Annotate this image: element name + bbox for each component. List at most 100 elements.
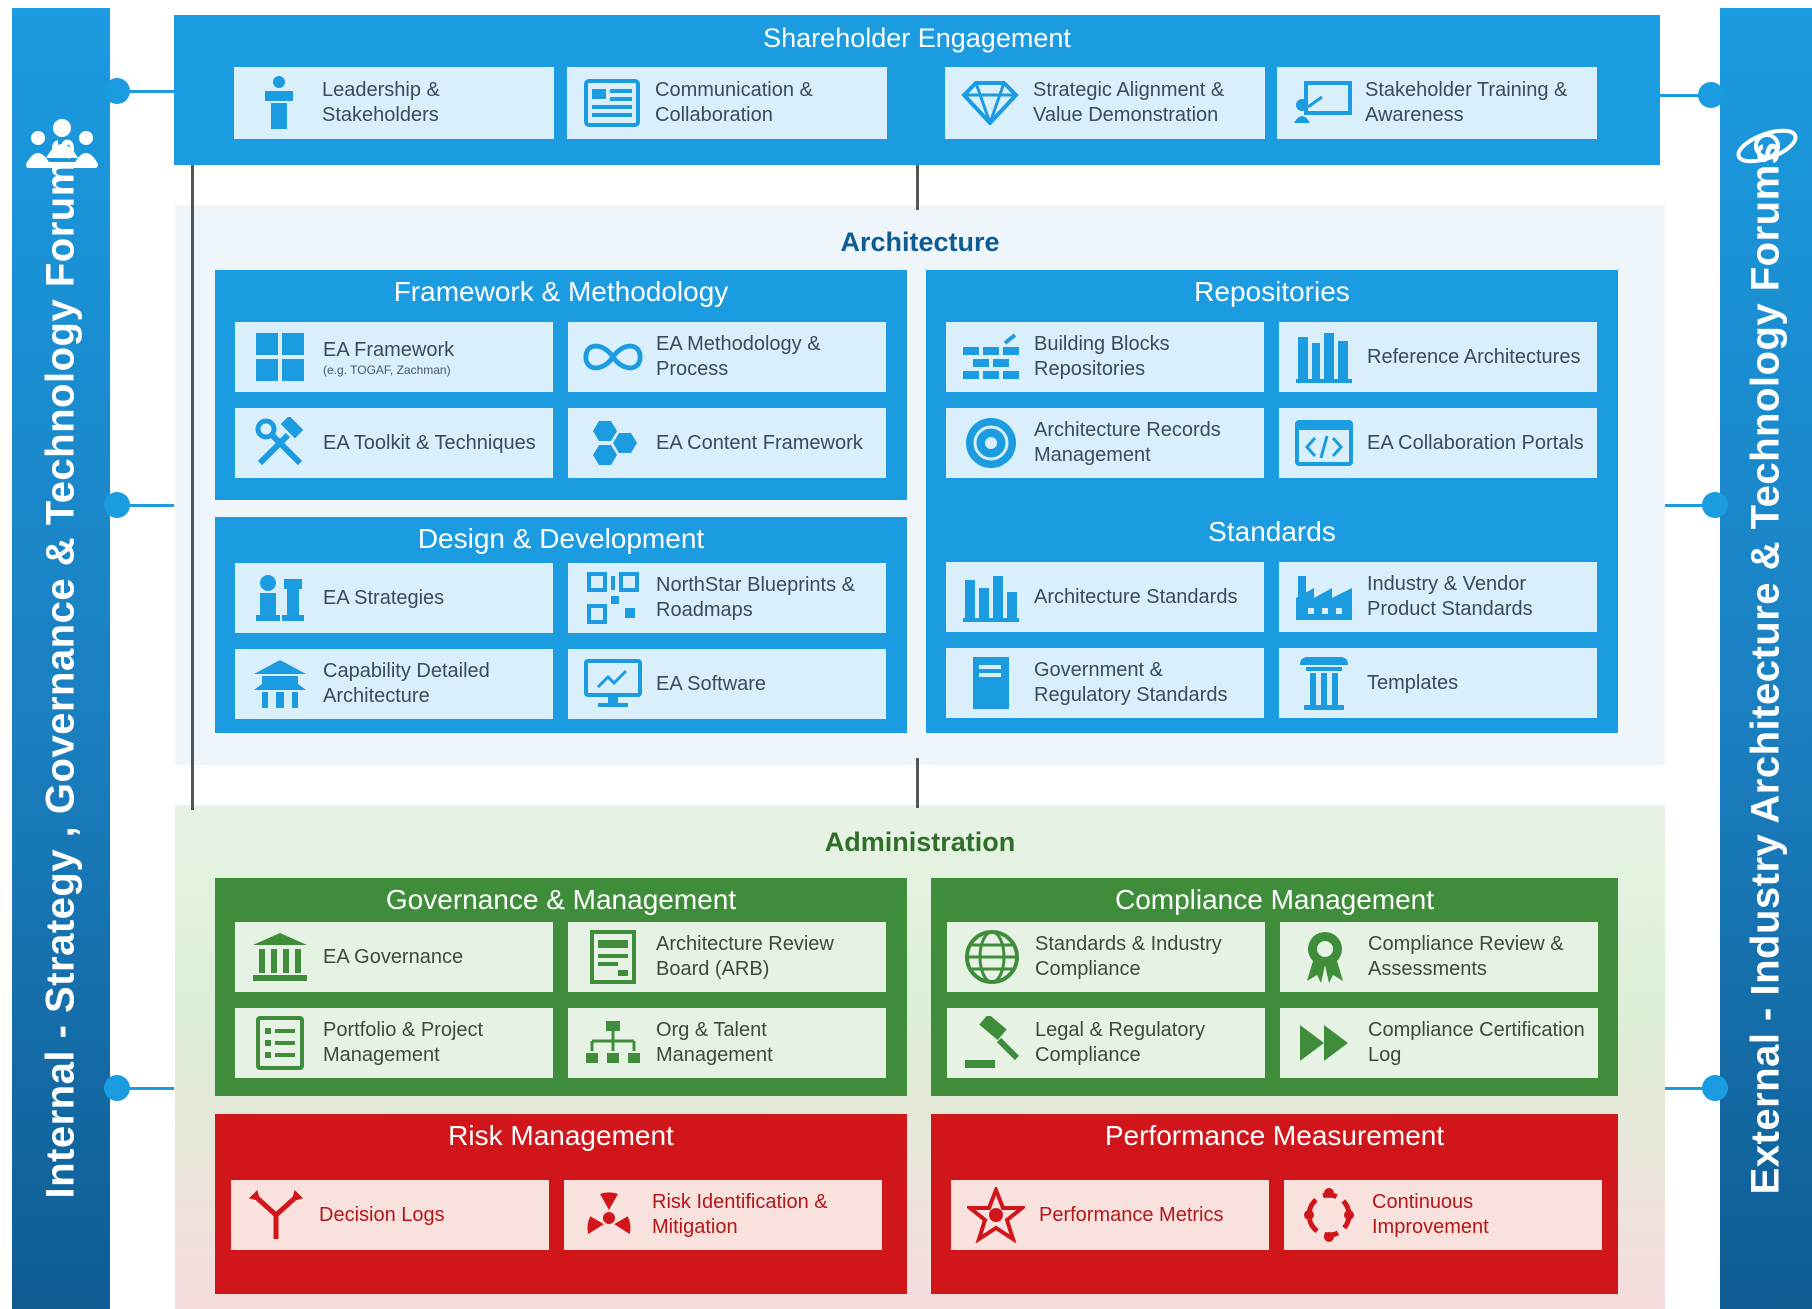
connector-line [118,90,174,93]
card-label: EA Content Framework [656,431,863,454]
column-pillar-icon [1300,657,1348,710]
bar-books-icon [963,576,1019,622]
grid-window-icon [256,333,304,381]
card-ea-framework[interactable]: EA Framework(e.g. TOGAF, Zachman) [235,322,553,392]
card-ea-content[interactable]: EA Content Framework [568,408,886,478]
card-label: Compliance Review & Assessments [1368,933,1564,980]
card-continuous-improvement[interactable]: Continuous Improvement [1284,1180,1602,1250]
card-decision-logs[interactable]: Decision Logs [231,1180,549,1250]
card-label: Stakeholder Training & Awareness [1365,79,1568,126]
card-label: Capability Detailed Architecture [323,660,490,707]
compliance-management-panel: Compliance Management Standards & Indust… [931,878,1618,1096]
connector-line [1656,1087,1708,1090]
repositories-title: Repositories [1194,276,1350,307]
hexagons-icon [593,421,637,465]
card-reference-architectures[interactable]: Reference Architectures [1279,322,1597,392]
fast-forward-icon [1300,1025,1348,1061]
card-label: Architecture Review Board (ARB) [656,933,834,980]
repositories-panel: Repositories Building Blocks Repositorie… [926,270,1618,733]
card-ea-software[interactable]: EA Software [568,649,886,719]
card-communication[interactable]: Communication & Collaboration [567,67,887,139]
card-architecture-standards[interactable]: Architecture Standards [946,562,1264,632]
left-pillar-label: Internal - Strategy , Governance & Techn… [38,137,83,1199]
card-legal-regulatory[interactable]: Legal & Regulatory Compliance [947,1008,1265,1078]
shareholder-engagement-panel: Shareholder Engagement Leadership & Stak… [174,15,1660,165]
card-label: EA Governance [323,945,464,968]
card-sublabel: (e.g. TOGAF, Zachman) [323,362,451,377]
card-label: Reference Architectures [1367,345,1581,368]
card-building-blocks[interactable]: Building Blocks Repositories [946,322,1264,392]
connector-line [191,165,194,810]
card-label: Building Blocks Repositories [1034,333,1170,380]
shareholder-engagement-title: Shareholder Engagement [763,23,1071,53]
org-chart-icon [586,1021,640,1063]
card-label: Architecture Standards [1034,585,1238,608]
qr-blueprint-icon [587,572,639,624]
card-collaboration-portals[interactable]: EA Collaboration Portals [1279,408,1597,478]
monitor-icon [584,659,642,707]
card-government-regulatory[interactable]: Government & Regulatory Standards [946,648,1264,718]
card-label: Continuous Improvement [1372,1191,1489,1238]
review-form-icon [590,930,636,984]
code-window-icon [1295,420,1353,466]
card-risk-identification[interactable]: Risk Identification & Mitigation [564,1180,882,1250]
star-badge-icon [967,1187,1025,1243]
checklist-icon [256,1016,304,1070]
card-label: Decision Logs [319,1203,445,1226]
card-certification-log[interactable]: Compliance Certification Log [1280,1008,1598,1078]
courthouse-icon [253,933,307,981]
card-strategic-alignment[interactable]: Strategic Alignment & Value Demonstratio… [945,67,1265,139]
card-templates[interactable]: Templates [1279,648,1597,718]
architecture-title: Architecture [840,227,1000,257]
performance-measurement-title: Performance Measurement [1104,1120,1445,1151]
card-capability[interactable]: Capability Detailed Architecture [235,649,553,719]
connector-line [916,758,919,808]
speaker-podium-icon [265,76,293,129]
card-label: Portfolio & Project Management [323,1019,484,1066]
administration-title: Administration [824,827,1016,857]
framework-methodology-panel: Framework & Methodology EA Framework(e.g… [215,270,907,500]
card-label: Government & Regulatory Standards [1034,659,1228,706]
factory-icon [1296,576,1352,620]
card-label: Architecture Records Management [1034,419,1221,466]
framework-methodology-title: Framework & Methodology [393,276,729,307]
card-ea-toolkit[interactable]: EA Toolkit & Techniques [235,408,553,478]
card-performance-metrics[interactable]: Performance Metrics [951,1180,1269,1250]
card-label: Templates [1367,671,1459,694]
gavel-icon [965,1016,1020,1068]
cycle-icon [1304,1188,1354,1242]
card-label: Legal & Regulatory Compliance [1035,1019,1206,1066]
planet-orbit-icon [1736,128,1798,164]
card-label: Industry & Vendor Product Standards [1367,573,1533,620]
award-ribbon-icon [1307,932,1343,983]
card-arb[interactable]: Architecture Review Board (ARB) [568,922,886,992]
disc-icon [966,418,1016,468]
card-industry-vendor[interactable]: Industry & Vendor Product Standards [1279,562,1597,632]
card-compliance-review[interactable]: Compliance Review & Assessments [1280,922,1598,992]
card-ea-methodology[interactable]: EA Methodology & Process [568,322,886,392]
risk-management-panel: Risk Management Decision Logs Risk Ident… [215,1114,907,1294]
card-standards-industry-compliance[interactable]: Standards & Industry Compliance [947,922,1265,992]
card-label: Standards & Industry Compliance [1035,933,1222,980]
pagoda-icon [254,660,306,708]
connector-line [118,504,174,507]
card-portfolio-project[interactable]: Portfolio & Project Management [235,1008,553,1078]
card-leadership[interactable]: Leadership & Stakeholders [234,67,554,139]
card-label: NorthStar Blueprints & Roadmaps [656,574,855,621]
right-pillar-label: External - Industry Architecture & Techn… [1743,141,1788,1195]
infinity-icon [583,343,643,371]
design-development-panel: Design & Development EA Strategies North… [215,517,907,733]
card-stakeholder-training[interactable]: Stakeholder Training & Awareness [1277,67,1597,139]
card-ea-governance[interactable]: EA Governance [235,922,553,992]
card-label: Compliance Certification Log [1368,1019,1585,1066]
card-label: EA Strategies [323,586,445,609]
card-org-talent[interactable]: Org & Talent Management [568,1008,886,1078]
book-icon [973,657,1009,709]
card-northstar[interactable]: NorthStar Blueprints & Roadmaps [568,563,886,633]
card-ea-strategies[interactable]: EA Strategies [235,563,553,633]
connector-line [1660,94,1704,97]
card-architecture-records[interactable]: Architecture Records Management [946,408,1264,478]
group-people-icon [26,119,98,168]
connector-line [118,1087,174,1090]
right-pillar: External - Industry Architecture & Techn… [1720,8,1812,1309]
